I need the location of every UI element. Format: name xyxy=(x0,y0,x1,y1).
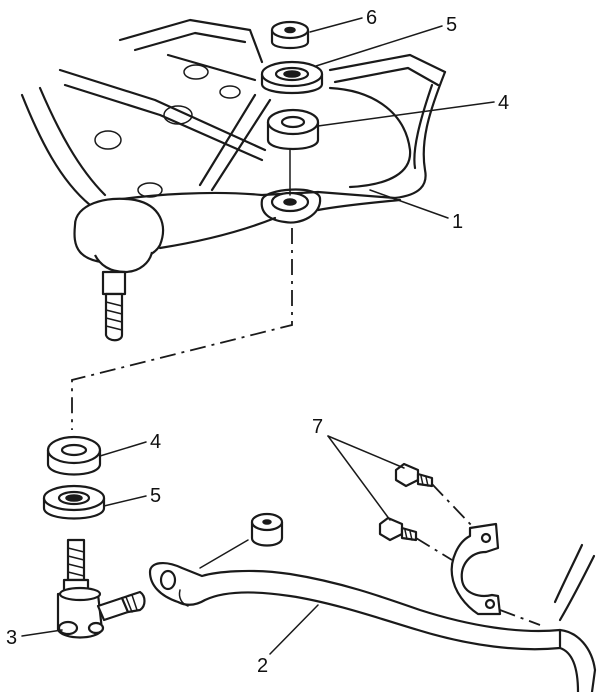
upper-retainer-washer xyxy=(260,60,324,95)
ball-joint xyxy=(73,197,165,342)
stabilizer-link xyxy=(56,538,146,639)
stabilizer-bar xyxy=(148,543,597,692)
lower-bushing xyxy=(46,435,102,476)
callout-3: 3 xyxy=(6,627,17,649)
callout-4-upper: 4 xyxy=(498,92,509,114)
bolt-path-upper xyxy=(431,483,475,529)
callout-6: 6 xyxy=(366,7,377,29)
upper-control-arm xyxy=(20,18,447,250)
callout-2: 2 xyxy=(257,655,268,677)
bracket-bolt-lower xyxy=(378,516,418,542)
stabilizer-bracket xyxy=(450,522,502,616)
callout-5-lower: 5 xyxy=(150,485,161,507)
leader-lines xyxy=(21,17,495,655)
bar-end-nut xyxy=(199,512,284,569)
lower-retainer-washer xyxy=(42,484,106,520)
callout-7: 7 xyxy=(312,416,323,438)
callout-1: 1 xyxy=(452,211,463,233)
bolt-path-lower xyxy=(415,537,453,561)
assembly-path-line xyxy=(71,228,293,430)
bracket-path xyxy=(499,609,541,626)
bracket-bolt-upper xyxy=(394,462,434,488)
callout-5-upper: 5 xyxy=(446,14,457,36)
callout-4-lower: 4 xyxy=(150,431,161,453)
upper-bushing xyxy=(266,108,320,150)
upper-nut xyxy=(270,20,310,50)
